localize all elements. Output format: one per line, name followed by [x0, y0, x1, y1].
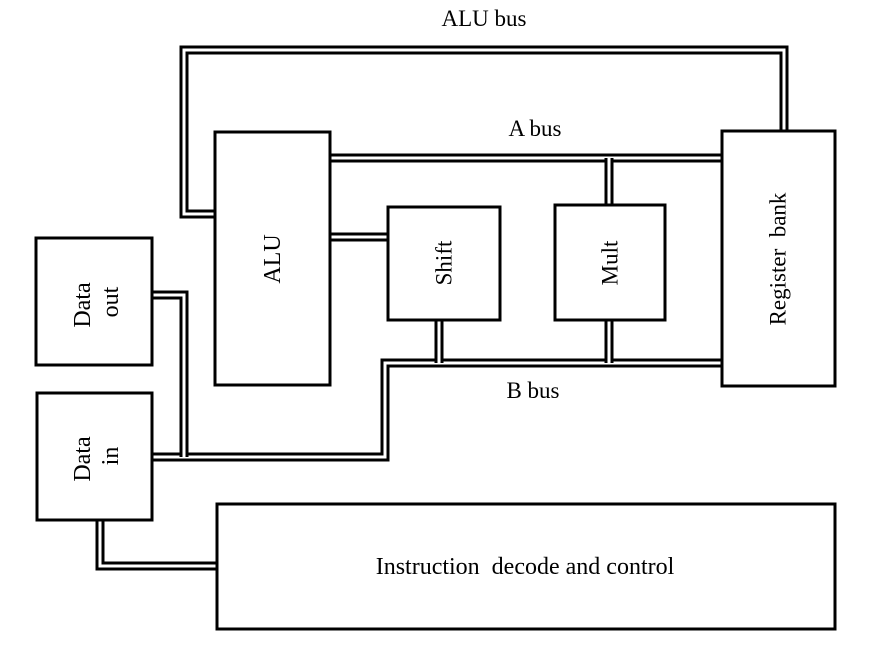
data-in-label: Data in [70, 430, 124, 481]
alu-block: ALU [213, 130, 332, 387]
mult-label: Mult [598, 240, 623, 285]
alu-bus-wire [179, 45, 789, 219]
data-out-label: Data out [70, 276, 124, 327]
data-in-label-line2: in [98, 447, 124, 466]
b-bus-wire [152, 358, 722, 462]
data-out-wire [152, 290, 189, 457]
mult-block: Mult [553, 203, 667, 322]
data-out-label-line2: out [98, 286, 124, 317]
data-in-label-line1: Data [70, 436, 96, 482]
instruction-decode-label: Instruction decode and control [376, 554, 675, 580]
b-bus-label: B bus [506, 378, 559, 403]
instruction-decode-block: Instruction decode and control [215, 502, 837, 631]
data-out-label-line1: Data [70, 282, 96, 328]
register-bank-label: Register bank [766, 192, 791, 325]
register-bank-block: Register bank [720, 129, 837, 388]
a-bus-label: A bus [508, 116, 561, 141]
alu-bus-label: ALU bus [442, 6, 527, 31]
shift-label: Shift [432, 240, 457, 285]
data-out-block: Data out [34, 236, 154, 367]
shift-block: Shift [386, 205, 502, 322]
data-in-to-control-wire [95, 520, 217, 571]
alu-label: ALU [260, 234, 286, 283]
data-in-block: Data in [35, 391, 154, 522]
